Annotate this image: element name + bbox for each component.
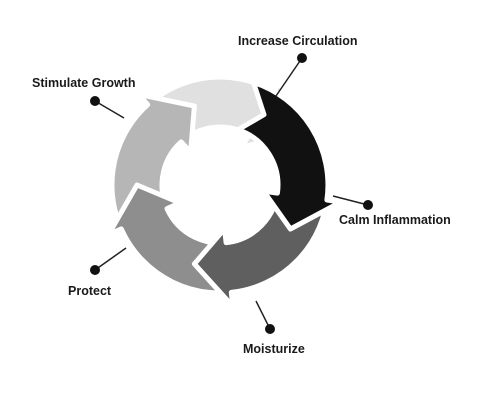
leader-dot-calm-inflammation (363, 200, 373, 210)
label-protect: Protect (68, 284, 112, 298)
label-increase-circulation: Increase Circulation (238, 34, 358, 48)
leader-line-moisturize (255, 300, 271, 330)
label-calm-inflammation: Calm Inflammation (339, 213, 451, 227)
cycle-arrows (106, 74, 344, 309)
leader-dot-stimulate-growth (90, 96, 100, 106)
label-stimulate-growth: Stimulate Growth (32, 76, 135, 90)
leader-dot-moisturize (265, 324, 275, 334)
leader-dot-protect (90, 265, 100, 275)
leader-line-stimulate-growth (94, 100, 125, 119)
arrow-increase-circulation (235, 79, 344, 232)
leader-line-protect (94, 247, 127, 271)
label-moisturize: Moisturize (243, 342, 305, 356)
leader-dot-increase-circulation (297, 53, 307, 63)
label-leaders (90, 53, 373, 334)
leader-line-calm-inflammation (332, 195, 369, 206)
leader-line-increase-circulation (275, 57, 303, 97)
